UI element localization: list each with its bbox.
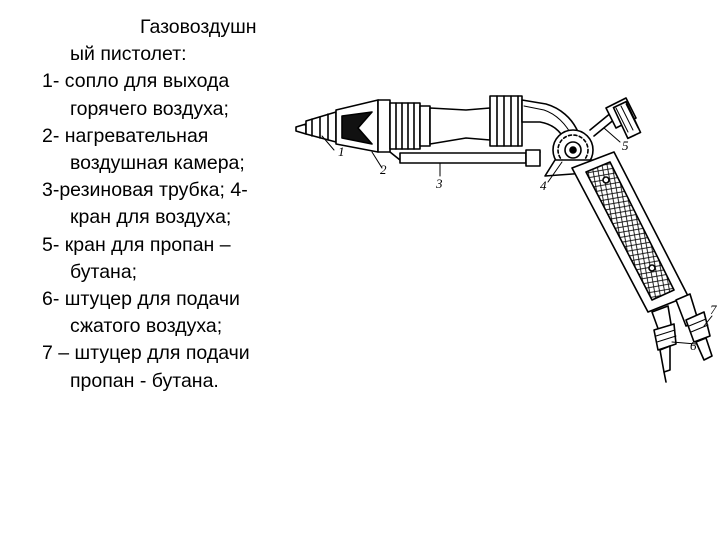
callout-5: 5 [622, 138, 629, 153]
callout-4: 4 [540, 178, 547, 193]
caption-item-2: 2- нагревательная [42, 124, 209, 147]
callout-3: 3 [435, 176, 443, 191]
caption-item-1-cont: горячего воздуха; [70, 97, 229, 120]
caption-title-line-2: ый пистолет: [70, 43, 187, 66]
caption-item-7: 7 – штуцер для подачи [42, 342, 250, 365]
caption-item-3-4: 3-резиновая трубка; 4- [42, 179, 248, 202]
rubber-tube-part [389, 149, 541, 167]
caption-title-line-1: Газовоздушн [140, 16, 257, 38]
nozzle-part [295, 111, 337, 143]
leader-lines [321, 127, 713, 345]
heating-chamber-part [335, 95, 579, 153]
caption-text: Газовоздушн ый пистолет: 1- сопло для вы… [42, 14, 292, 395]
propane-valve-part [589, 97, 642, 140]
caption-item-6-cont: сжатого воздуха; [70, 315, 223, 338]
handle-part [571, 151, 689, 313]
caption-item-4-cont: кран для воздуха; [70, 206, 232, 229]
gas-air-gun-drawing: 1 2 3 4 5 6 7 [295, 95, 717, 383]
callout-2: 2 [380, 162, 387, 177]
caption-item-5: 5- кран для пропан – [42, 233, 231, 256]
caption-item-1: 1- сопло для выхода [42, 70, 230, 93]
caption-item-2-cont: воздушная камера; [70, 152, 245, 175]
callout-7: 7 [710, 302, 717, 317]
propane-fitting-part [675, 293, 713, 361]
air-fitting-part [651, 305, 677, 383]
callout-1: 1 [338, 144, 345, 159]
caption-item-6: 6- штуцер для подачи [42, 288, 240, 311]
caption-item-5-cont: бутана; [70, 260, 138, 283]
callout-6: 6 [690, 338, 697, 353]
caption-item-7-cont: пропан - бутана. [70, 369, 219, 392]
